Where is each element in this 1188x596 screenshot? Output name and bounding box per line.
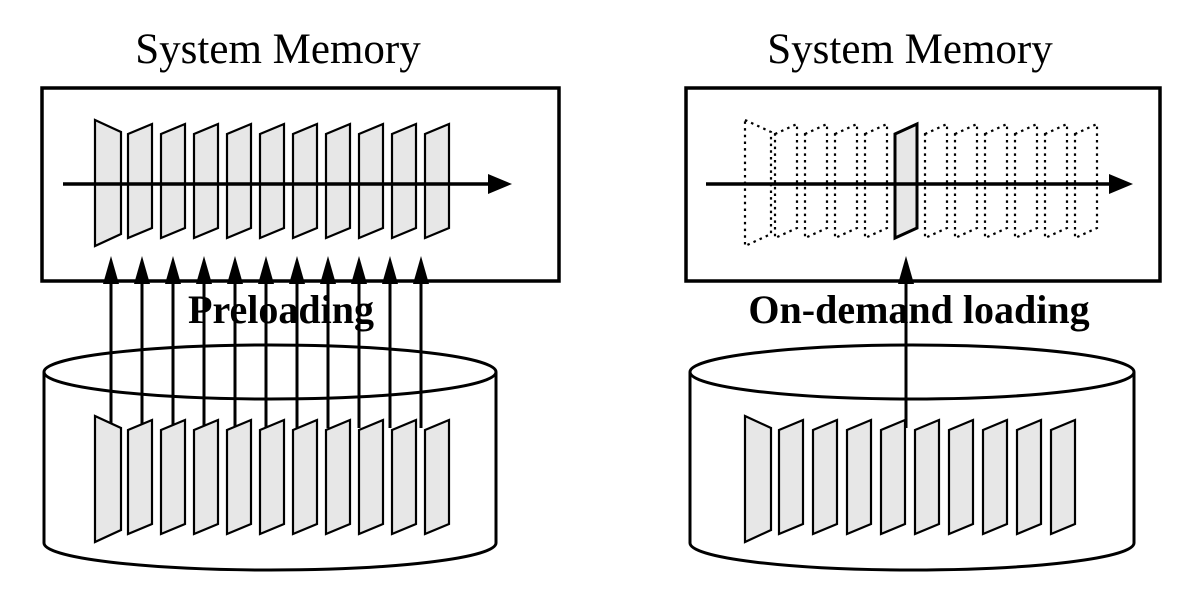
transfer-arrow-head (103, 256, 119, 284)
memory-page (324, 122, 352, 240)
disk-page (981, 418, 1009, 536)
disk-page (357, 418, 385, 536)
memory-page-placeholder (1013, 122, 1039, 240)
memory-page-placeholder (803, 122, 829, 240)
stream-arrow-head (488, 174, 512, 194)
memory-page-placeholder (923, 122, 949, 240)
transfer-arrow-head (898, 256, 914, 284)
left-memory-pages (93, 118, 451, 248)
disk-page (811, 418, 839, 536)
right-transfer-arrows (898, 256, 914, 428)
disk-page (423, 418, 451, 536)
transfer-arrow-head (351, 256, 367, 284)
disk-page (225, 418, 253, 536)
disk-page (258, 418, 286, 536)
memory-page (423, 122, 451, 240)
left-stream-arrow (63, 174, 512, 194)
stream-arrow-head (1109, 174, 1133, 194)
transfer-arrow-head (196, 256, 212, 284)
memory-page-placeholder (833, 122, 859, 240)
left-title: System Memory (135, 26, 421, 73)
transfer-arrow-head (320, 256, 336, 284)
disk-page (93, 414, 123, 544)
memory-page (357, 122, 385, 240)
disk-page (1015, 418, 1043, 536)
transfer-arrow-head (289, 256, 305, 284)
memory-page-placeholder (1043, 122, 1069, 240)
left-label: Preloading (188, 287, 374, 332)
disk-page (390, 418, 418, 536)
left-disk-pages (93, 414, 451, 544)
right-panel: System Memory On-demand loading (684, 26, 1162, 572)
memory-page (159, 122, 187, 240)
right-stream-arrow (706, 174, 1133, 194)
disk-page (743, 414, 773, 544)
disk-top (42, 343, 498, 401)
right-memory-pages (743, 118, 1099, 248)
disk-page (126, 418, 154, 536)
memory-page (126, 122, 154, 240)
memory-page (192, 122, 220, 240)
disk-page (879, 418, 907, 536)
memory-page (390, 122, 418, 240)
disk-page (291, 418, 319, 536)
memory-page-placeholder (863, 122, 889, 240)
disk-page (192, 418, 220, 536)
memory-page-loaded (893, 121, 919, 241)
transfer-arrow-head (165, 256, 181, 284)
transfer-arrow-head (382, 256, 398, 284)
memory-page-placeholder (983, 122, 1009, 240)
transfer-arrow-head (227, 256, 243, 284)
memory-page (225, 122, 253, 240)
memory-page-placeholder (953, 122, 979, 240)
disk-page (324, 418, 352, 536)
right-label: On-demand loading (748, 287, 1089, 332)
disk-page (947, 418, 975, 536)
memory-page (258, 122, 286, 240)
left-panel: System Memory Preloading (40, 26, 561, 572)
memory-page-placeholder (773, 122, 799, 240)
disk-page (777, 418, 805, 536)
disk-page (845, 418, 873, 536)
transfer-arrow-head (258, 256, 274, 284)
left-transfer-arrows (103, 256, 429, 428)
disk-page (913, 418, 941, 536)
disk-top (688, 343, 1136, 401)
transfer-arrow-head (413, 256, 429, 284)
right-disk-pages (743, 414, 1077, 544)
transfer-arrow-head (134, 256, 150, 284)
disk-page (159, 418, 187, 536)
memory-page-placeholder (1073, 122, 1099, 240)
right-title: System Memory (767, 26, 1053, 73)
disk-page (1049, 418, 1077, 536)
memory-page (291, 122, 319, 240)
